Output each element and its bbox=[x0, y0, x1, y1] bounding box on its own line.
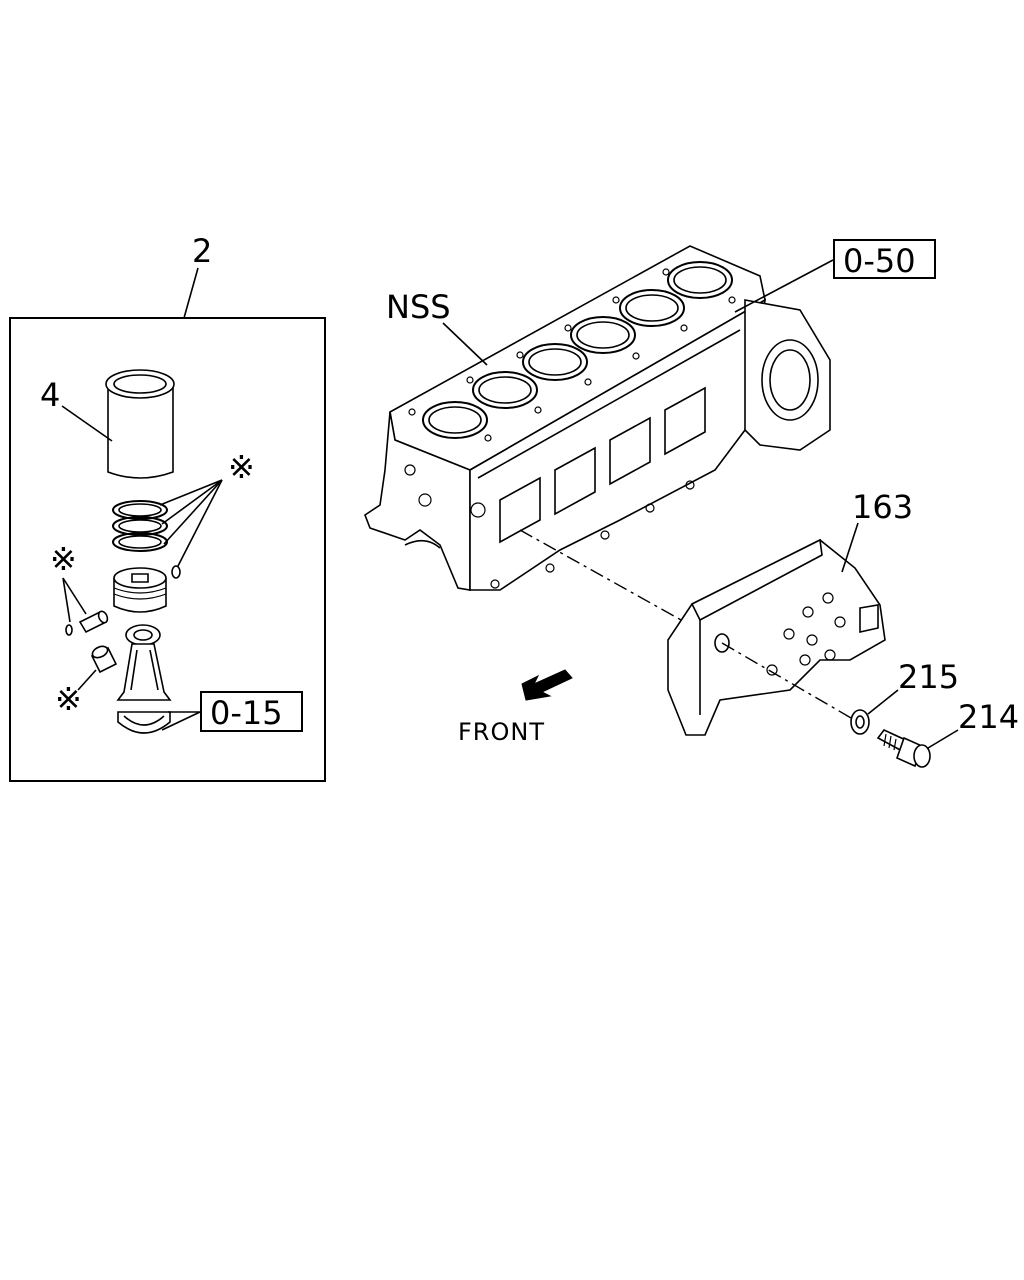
front-label: FRONT bbox=[458, 718, 545, 746]
bolt-callout[interactable]: 214 bbox=[958, 698, 1019, 736]
block-ref-box[interactable] bbox=[833, 239, 936, 279]
block-leader bbox=[442, 322, 488, 366]
washer-callout[interactable]: 215 bbox=[898, 658, 959, 696]
rod-ref-box[interactable] bbox=[200, 691, 303, 732]
snap-ring[interactable] bbox=[171, 565, 181, 579]
block-ref-callout[interactable]: 0-50 bbox=[843, 242, 916, 280]
ring-set-marker: ※ bbox=[228, 448, 255, 486]
liner-callout[interactable]: 4 bbox=[40, 376, 60, 414]
pin-snap-ring[interactable] bbox=[65, 624, 73, 636]
bushing-marker: ※ bbox=[55, 680, 82, 718]
plate-leader bbox=[841, 522, 859, 573]
arrow-front-icon bbox=[521, 669, 573, 701]
bolt-leader bbox=[927, 729, 959, 749]
plate-callout[interactable]: 163 bbox=[852, 488, 913, 526]
plate-assembly-line bbox=[519, 529, 691, 626]
deck-holes bbox=[408, 268, 736, 442]
kit-frame bbox=[9, 317, 326, 782]
cylinder-bores bbox=[422, 261, 733, 439]
kit-leader bbox=[183, 267, 199, 319]
cylinder-liner[interactable] bbox=[105, 369, 175, 479]
piston-rings[interactable] bbox=[112, 500, 168, 552]
block-callout[interactable]: NSS bbox=[386, 288, 451, 326]
rod-ref-callout[interactable]: 0-15 bbox=[210, 694, 283, 732]
block-side-details bbox=[404, 329, 741, 589]
side-plate[interactable] bbox=[667, 538, 886, 736]
liner-leader bbox=[61, 405, 113, 442]
piston-pin[interactable] bbox=[78, 610, 109, 634]
kit-callout[interactable]: 2 bbox=[192, 232, 212, 270]
connecting-rod[interactable] bbox=[116, 624, 172, 701]
small-end-bushing[interactable] bbox=[90, 644, 118, 674]
washer[interactable] bbox=[850, 709, 870, 735]
rod-cap[interactable] bbox=[117, 711, 171, 734]
cylinder-block[interactable] bbox=[364, 245, 831, 591]
piston[interactable] bbox=[113, 567, 167, 613]
pin-marker: ※ bbox=[50, 540, 77, 578]
block-ref-leader bbox=[734, 259, 834, 313]
washer-leader bbox=[867, 689, 899, 715]
bolt[interactable] bbox=[876, 729, 931, 768]
piston-kit-group: 2 4 ※ bbox=[9, 232, 326, 782]
